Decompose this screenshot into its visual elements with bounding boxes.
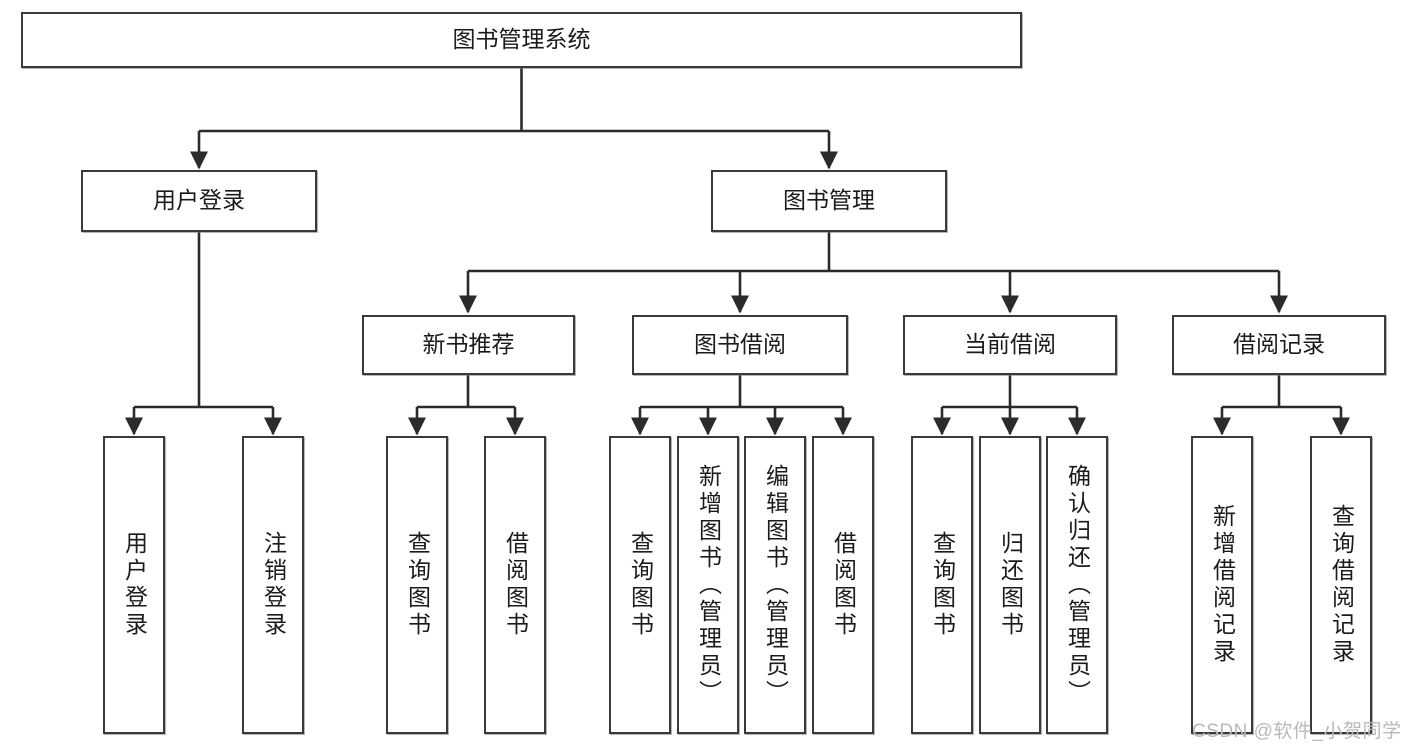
node-user-login-label: 用户登录: [153, 187, 245, 214]
leaf-book-borrow-query-label: 查询图书: [627, 531, 654, 639]
node-current-borrow-label: 当前借阅: [964, 331, 1056, 358]
leaf-user-login-signin[interactable]: 用户登录: [103, 436, 165, 734]
leaf-current-borrow-return[interactable]: 归还图书: [979, 436, 1041, 734]
leaf-user-login-signout-label: 注销登录: [260, 531, 287, 639]
leaf-user-login-signin-label: 用户登录: [121, 531, 148, 639]
leaf-borrow-record-query[interactable]: 查询借阅记录: [1310, 436, 1372, 734]
leaf-book-borrow-query[interactable]: 查询图书: [609, 436, 671, 734]
node-book-borrow-label: 图书借阅: [694, 331, 786, 358]
node-book-borrow[interactable]: 图书借阅: [632, 315, 848, 375]
node-book-manage-label: 图书管理: [783, 187, 875, 214]
node-new-book-recommend[interactable]: 新书推荐: [362, 315, 575, 375]
leaf-user-login-signout[interactable]: 注销登录: [242, 436, 304, 734]
leaf-current-borrow-confirm-label: 确认归还（管理员）: [1064, 463, 1091, 707]
node-user-login[interactable]: 用户登录: [81, 170, 317, 232]
leaf-book-borrow-edit-label: 编辑图书（管理员）: [762, 463, 789, 707]
leaf-current-borrow-confirm[interactable]: 确认归还（管理员）: [1046, 436, 1108, 734]
leaf-new-book-borrow-label: 借阅图书: [502, 531, 529, 639]
leaf-current-borrow-return-label: 归还图书: [997, 531, 1024, 639]
leaf-new-book-borrow[interactable]: 借阅图书: [484, 436, 546, 734]
watermark-text: CSDN @软件_小贺同学: [1192, 721, 1402, 742]
leaf-current-borrow-query[interactable]: 查询图书: [911, 436, 973, 734]
leaf-borrow-record-query-label: 查询借阅记录: [1328, 504, 1355, 666]
node-borrow-record[interactable]: 借阅记录: [1172, 315, 1386, 375]
leaf-new-book-query[interactable]: 查询图书: [386, 436, 448, 734]
node-root-label: 图书管理系统: [452, 26, 591, 53]
leaf-book-borrow-borrow-label: 借阅图书: [830, 531, 857, 639]
node-new-book-recommend-label: 新书推荐: [422, 331, 515, 358]
node-current-borrow[interactable]: 当前借阅: [903, 315, 1117, 375]
leaf-new-book-query-label: 查询图书: [404, 531, 431, 639]
leaf-borrow-record-add-label: 新增借阅记录: [1209, 504, 1236, 666]
node-borrow-record-label: 借阅记录: [1233, 331, 1325, 358]
leaf-book-borrow-add[interactable]: 新增图书（管理员）: [677, 436, 739, 734]
leaf-current-borrow-query-label: 查询图书: [929, 531, 956, 639]
node-root[interactable]: 图书管理系统: [21, 12, 1022, 68]
leaf-book-borrow-edit[interactable]: 编辑图书（管理员）: [744, 436, 806, 734]
leaf-book-borrow-add-label: 新增图书（管理员）: [695, 463, 722, 707]
leaf-book-borrow-borrow[interactable]: 借阅图书: [812, 436, 874, 734]
leaf-borrow-record-add[interactable]: 新增借阅记录: [1191, 436, 1253, 734]
node-book-manage[interactable]: 图书管理: [711, 170, 947, 232]
